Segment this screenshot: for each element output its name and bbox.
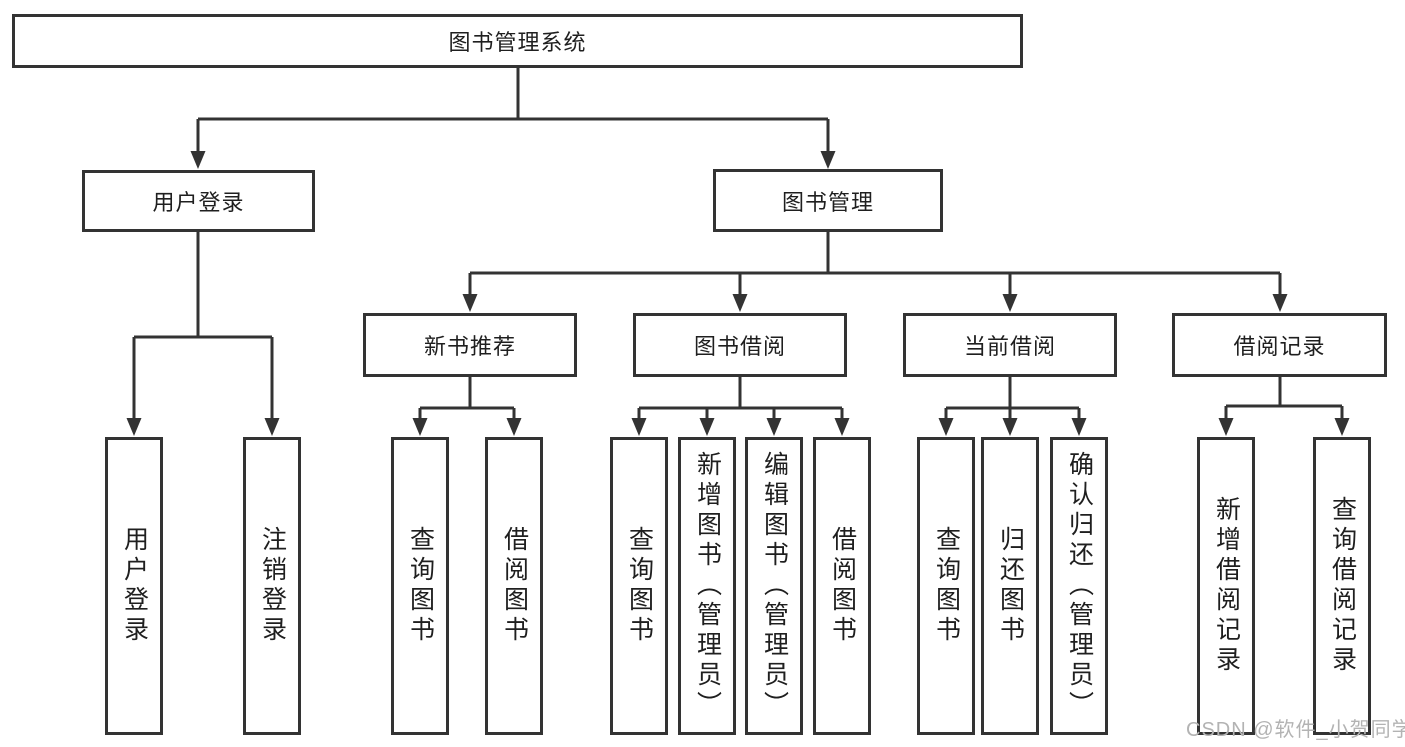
node-book-management-label: 图书管理 xyxy=(781,189,874,215)
leaf-current-query-books: 查询图书 xyxy=(917,437,975,735)
node-new-book-recommend-label: 新书推荐 xyxy=(423,334,516,359)
leaf-current-query-books-label: 查询图书 xyxy=(932,526,961,646)
node-user-login: 用户登录 xyxy=(82,170,315,232)
leaf-user-login-label: 用户登录 xyxy=(120,526,149,646)
node-root-label: 图书管理系统 xyxy=(448,30,587,55)
node-book-management: 图书管理 xyxy=(713,169,943,232)
node-new-book-recommend: 新书推荐 xyxy=(363,313,577,377)
node-user-login-label: 用户登录 xyxy=(152,190,245,215)
leaf-borrowing-add-books: 新增图书（管理员） xyxy=(678,437,736,735)
node-borrowing-records: 借阅记录 xyxy=(1172,313,1387,377)
leaf-recommend-query-books-label: 查询图书 xyxy=(406,526,435,646)
node-borrowing-records-label: 借阅记录 xyxy=(1233,334,1326,359)
node-book-borrowing: 图书借阅 xyxy=(633,313,847,377)
leaf-records-add-record: 新增借阅记录 xyxy=(1197,437,1255,735)
leaf-records-query-record-label: 查询借阅记录 xyxy=(1328,496,1357,676)
leaf-recommend-borrow-books: 借阅图书 xyxy=(485,437,543,735)
leaf-borrowing-query-books-label: 查询图书 xyxy=(625,526,654,646)
leaf-logout-label: 注销登录 xyxy=(258,526,287,646)
leaf-user-login: 用户登录 xyxy=(105,437,163,735)
leaf-current-return-books: 归还图书 xyxy=(981,437,1039,735)
leaf-borrowing-edit-books: 编辑图书（管理员） xyxy=(745,437,803,735)
leaf-current-confirm-return-label: 确认归还（管理员） xyxy=(1065,451,1094,721)
leaf-logout: 注销登录 xyxy=(243,437,301,735)
leaf-borrowing-edit-books-label: 编辑图书（管理员） xyxy=(760,451,789,721)
leaf-borrowing-query-books: 查询图书 xyxy=(610,437,668,735)
leaf-records-add-record-label: 新增借阅记录 xyxy=(1212,496,1241,676)
leaf-recommend-query-books: 查询图书 xyxy=(391,437,449,735)
node-book-borrowing-label: 图书借阅 xyxy=(693,334,786,359)
leaf-current-return-books-label: 归还图书 xyxy=(996,526,1025,646)
leaf-borrowing-borrow-books-label: 借阅图书 xyxy=(828,526,857,646)
csdn-watermark: CSDN @软件_小贺同学 xyxy=(1186,719,1405,741)
leaf-borrowing-borrow-books: 借阅图书 xyxy=(813,437,871,735)
leaf-borrowing-add-books-label: 新增图书（管理员） xyxy=(693,451,722,721)
node-current-borrowing: 当前借阅 xyxy=(903,313,1117,377)
leaf-records-query-record: 查询借阅记录 xyxy=(1313,437,1371,735)
leaf-recommend-borrow-books-label: 借阅图书 xyxy=(500,526,529,646)
leaf-current-confirm-return: 确认归还（管理员） xyxy=(1050,437,1108,735)
node-current-borrowing-label: 当前借阅 xyxy=(963,334,1056,359)
node-root: 图书管理系统 xyxy=(12,14,1023,68)
